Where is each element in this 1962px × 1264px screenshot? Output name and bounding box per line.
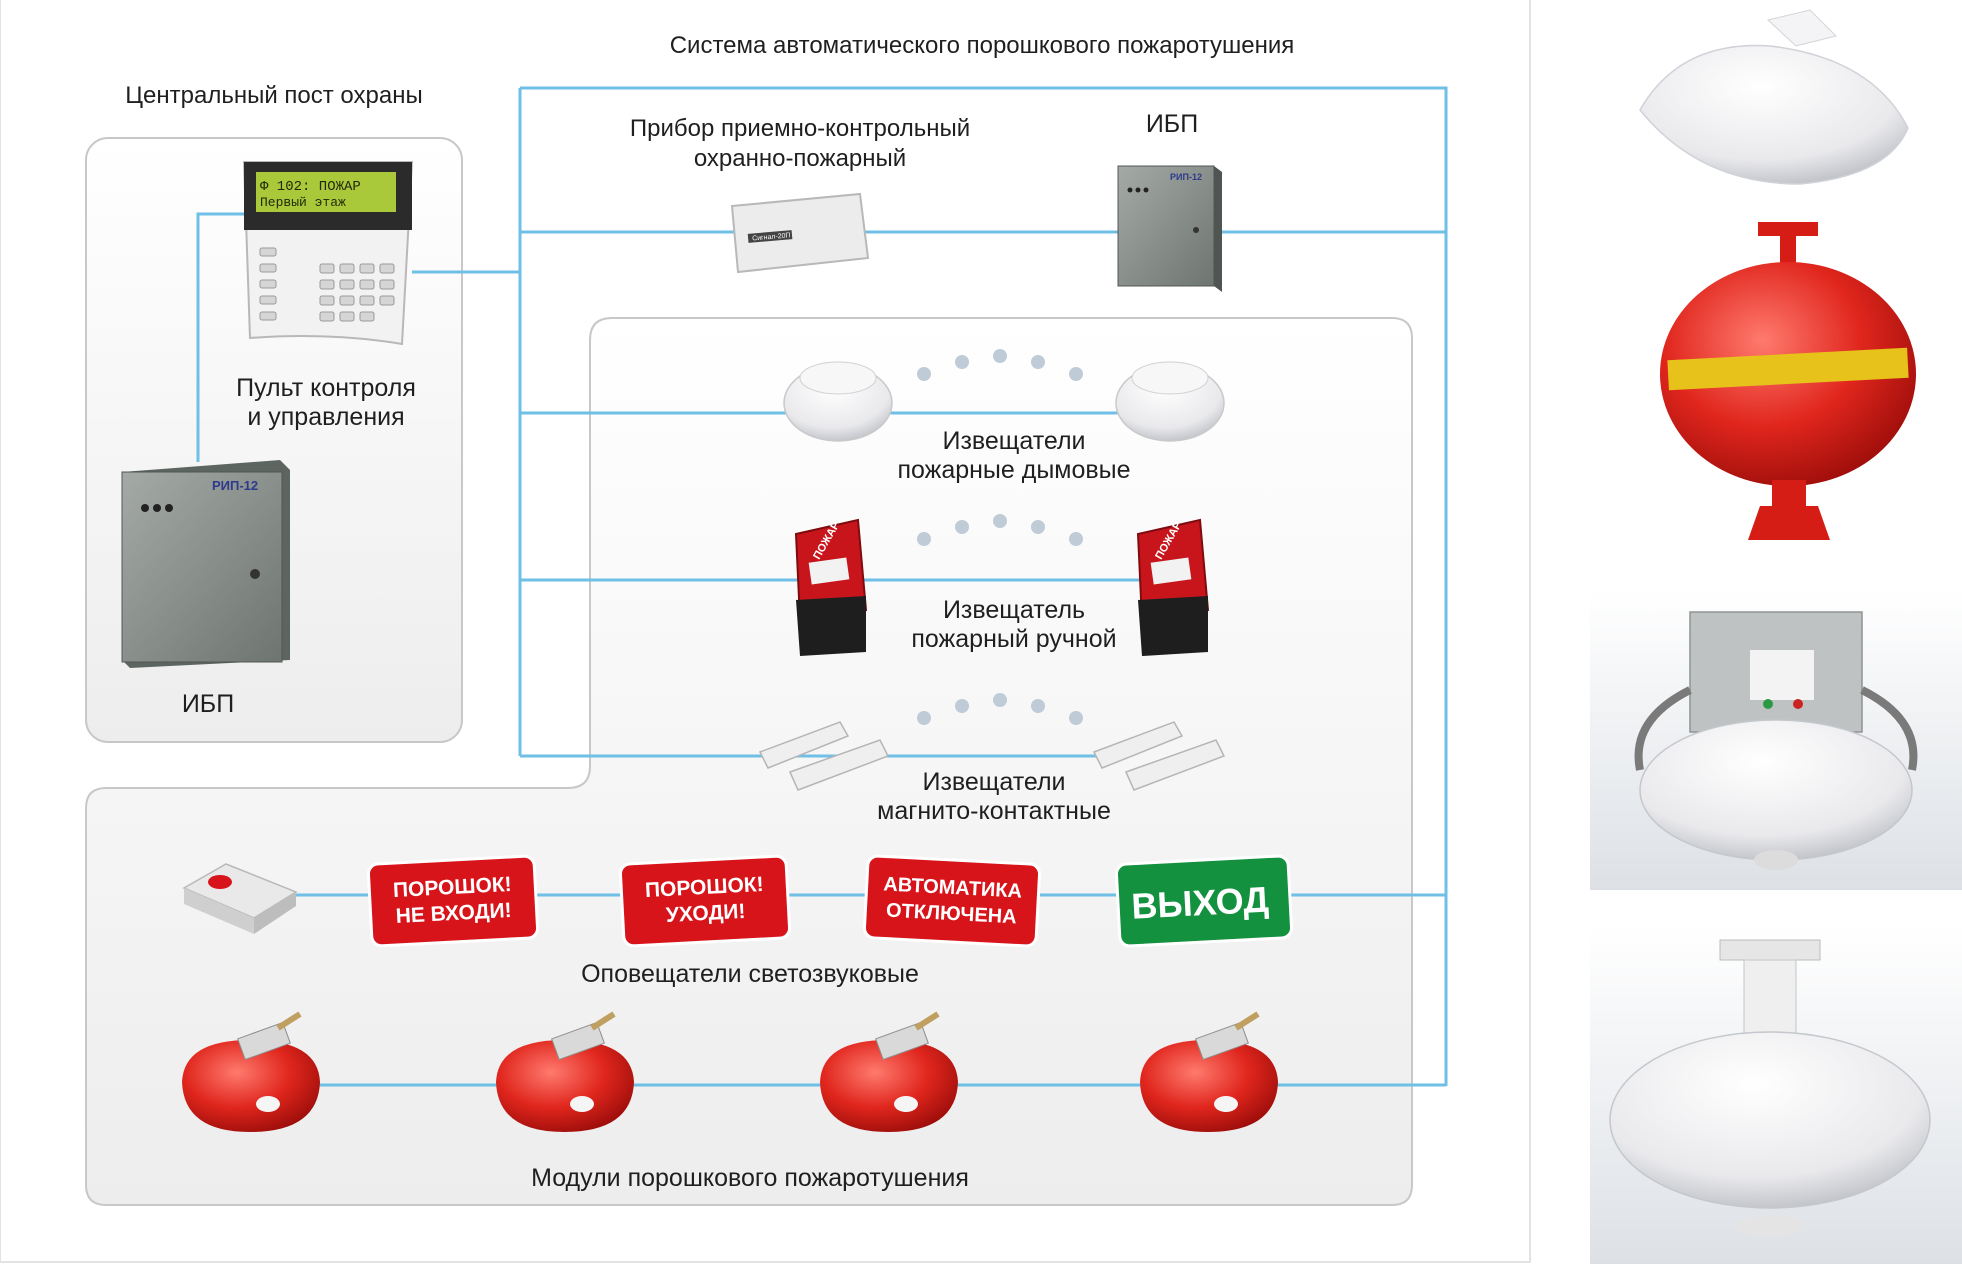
wire-ups-keypad [196, 212, 244, 462]
photo-white-tank-module [1590, 926, 1962, 1264]
ups-left-device: РИП-12 [121, 460, 290, 668]
powder-module-2 [496, 1011, 634, 1132]
ups-left-brand: РИП-12 [212, 478, 258, 493]
smoke-detector-right [1115, 361, 1225, 442]
ups-left-label: ИБП [182, 690, 234, 718]
ups-top-label: ИБП [1146, 110, 1198, 138]
alarms-label: Оповещатели светозвуковые [581, 960, 919, 988]
ups-top-device: РИП-12 [1117, 165, 1222, 292]
alarm-sign-4-line1: ВЫХОД [1130, 879, 1269, 927]
powder-module-3 [820, 1011, 958, 1132]
alarm-sign-powder-no-entry: ПОРОШОК! НЕ ВХОДИ! [366, 854, 540, 948]
alarm-sign-2-line2: УХОДИ! [665, 900, 746, 927]
keypad-lcd [256, 172, 396, 212]
manual-callpoint-dots [917, 514, 1083, 546]
control-panel-label-line1: Прибор приемно-контрольный [630, 115, 970, 142]
outer-frame [0, 0, 1531, 1263]
alarm-sign-powder-leave: ПОРОШОК! УХОДИ! [618, 854, 792, 948]
photo-red-sphere-module [1660, 222, 1916, 540]
keypad-lcd-line2: Первый этаж [260, 195, 346, 210]
wire-trunk-top-right [520, 86, 1448, 1086]
magnetic-contact-right [1092, 721, 1226, 791]
magnetic-contact-left [758, 721, 890, 791]
photo-white-dome-module [1639, 9, 1909, 185]
control-panel-label-line2: охранно-пожарный [694, 145, 906, 172]
ups-top-brand: РИП-12 [1170, 172, 1202, 182]
smoke-detector-dots [917, 349, 1083, 381]
smoke-detectors-label-line1: Извещатели [942, 427, 1085, 455]
magnetic-contact-dots [917, 693, 1083, 725]
control-panel-device: Сигнал-20П [730, 192, 870, 274]
powder-module-1 [182, 1011, 320, 1132]
control-panel-brand: Сигнал-20П [752, 232, 791, 242]
manual-callpoint-label-line2: пожарный ручной [911, 625, 1116, 653]
modules-label: Модули порошкового пожаротушения [531, 1164, 969, 1192]
keypad-label-line2: и управления [247, 403, 404, 431]
siren-device [182, 863, 298, 934]
diagram-title: Система автоматического порошкового пожа… [670, 32, 1295, 59]
keypad-device: Ф 102: ПОЖАР Первый этаж [242, 161, 414, 346]
keypad-keys [259, 247, 395, 322]
smoke-detectors-label-line2: пожарные дымовые [897, 456, 1130, 484]
magnetic-contacts-label-line1: Извещатели [922, 768, 1065, 796]
keypad-label-line1: Пульт контроля [236, 374, 416, 402]
smoke-detector-left [783, 361, 893, 442]
alarm-sign-exit: ВЫХОД [1114, 854, 1294, 948]
powder-module-4 [1140, 1011, 1278, 1132]
manual-callpoint-left: ПОЖАР [794, 518, 868, 656]
photo-grey-module [1590, 590, 1962, 890]
manual-callpoint-label-line1: Извещатель [943, 596, 1085, 624]
keypad-lcd-line1: Ф 102: ПОЖАР [260, 179, 361, 195]
alarm-sign-automation-off: АВТОМАТИКА ОТКЛЮЧЕНА [862, 854, 1042, 948]
manual-callpoint-right: ПОЖАР [1136, 518, 1210, 656]
central-post-label: Центральный пост охраны [125, 82, 422, 109]
magnetic-contacts-label-line2: магнито-контактные [877, 797, 1111, 825]
